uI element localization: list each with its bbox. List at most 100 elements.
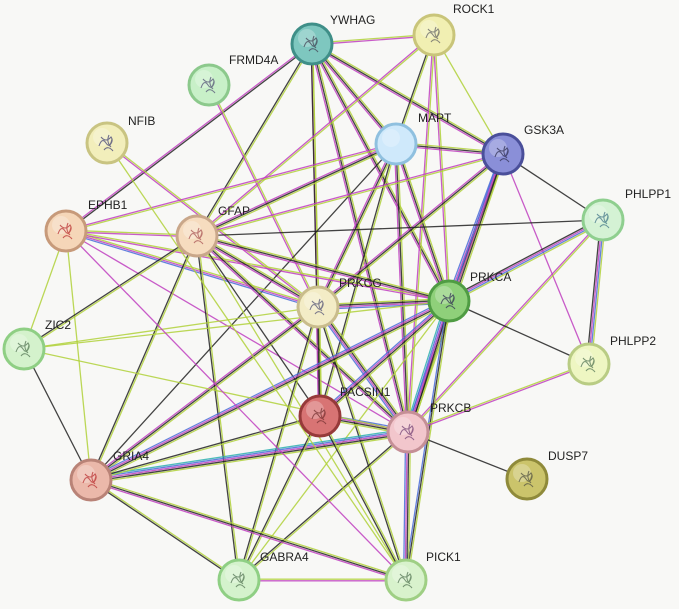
edge-ywhag-gfap[interactable] bbox=[195, 43, 314, 237]
edge-gfap-prkcb[interactable] bbox=[195, 234, 410, 434]
edge-prkcb-phlpp2[interactable] bbox=[407, 362, 590, 434]
node-highlight bbox=[183, 221, 201, 239]
edge-line bbox=[24, 236, 198, 351]
edge-line bbox=[315, 308, 407, 434]
edge-line bbox=[91, 477, 407, 580]
edge-prkca-phlpp2[interactable] bbox=[448, 300, 590, 365]
edge-line bbox=[197, 235, 241, 580]
edge-phlpp1-phlpp2[interactable] bbox=[585, 219, 607, 365]
edge-ywhag-ephb1[interactable] bbox=[65, 42, 313, 233]
edge-prkcg-prkcb[interactable] bbox=[315, 305, 411, 434]
edge-line bbox=[317, 297, 449, 306]
edge-prkcb-gria4[interactable] bbox=[90, 428, 409, 484]
edge-line bbox=[312, 42, 505, 154]
node-circle bbox=[296, 285, 340, 329]
edge-ephb1-gfap[interactable] bbox=[65, 229, 198, 238]
edge-line bbox=[196, 141, 396, 236]
edge-line bbox=[310, 44, 449, 303]
node-phlpp2[interactable]: PHLPP2 bbox=[567, 334, 656, 386]
edge-prkcg-gria4[interactable] bbox=[89, 305, 320, 482]
edge-line bbox=[237, 306, 318, 580]
node-dusp7[interactable]: DUSP7 bbox=[505, 449, 588, 501]
edge-line bbox=[65, 42, 312, 231]
edge-line bbox=[395, 143, 409, 433]
node-circle bbox=[384, 558, 428, 602]
node-phlpp1[interactable]: PHLPP1 bbox=[581, 187, 671, 242]
edge-ephb1-gria4[interactable] bbox=[65, 230, 92, 481]
edge-gfap-prkca[interactable] bbox=[196, 233, 450, 304]
edge-gabra4-pick1[interactable] bbox=[239, 578, 406, 582]
node-mapt[interactable]: MAPT bbox=[374, 111, 452, 166]
edge-gria4-gabra4[interactable] bbox=[90, 478, 240, 582]
edge-ywhag-gsk3a[interactable] bbox=[310, 42, 505, 156]
node-circle bbox=[187, 63, 231, 107]
edge-line bbox=[408, 35, 436, 433]
edge-gria4-pick1[interactable] bbox=[90, 477, 407, 583]
node-nfib[interactable]: NFIB bbox=[85, 114, 155, 165]
node-gabra4[interactable]: GABRA4 bbox=[217, 550, 309, 602]
edge-ephb1-prkca[interactable] bbox=[65, 229, 450, 303]
edge-pacsin1-pick1[interactable] bbox=[318, 415, 408, 581]
edge-prkcg-prkca[interactable] bbox=[317, 297, 450, 311]
edge-gfap-pacsin1[interactable] bbox=[196, 235, 321, 417]
edge-prkcg-pick1[interactable] bbox=[316, 306, 408, 581]
node-zic2[interactable]: ZIC2 bbox=[2, 318, 71, 371]
node-gfap[interactable]: GFAP bbox=[175, 204, 250, 258]
edge-prkcg-zic2[interactable] bbox=[23, 306, 319, 350]
edge-gsk3a-phlpp2[interactable] bbox=[502, 153, 590, 365]
edge-nfib-pick1[interactable] bbox=[106, 142, 407, 581]
node-ephb1[interactable]: EPHB1 bbox=[44, 198, 128, 253]
node-frmd4a[interactable]: FRMD4A bbox=[187, 53, 278, 107]
node-prkcb[interactable]: PRKCB bbox=[386, 401, 471, 454]
node-pacsin1[interactable]: PACSIN1 bbox=[298, 385, 391, 438]
node-prkca[interactable]: PRKCA bbox=[427, 270, 511, 323]
protein-structure-icon bbox=[15, 340, 31, 358]
edge-ywhag-mapt[interactable] bbox=[310, 42, 398, 146]
node-pick1[interactable]: PICK1 bbox=[384, 550, 461, 602]
edge-line bbox=[197, 154, 504, 238]
edge-rock1-gfap[interactable] bbox=[196, 33, 435, 238]
edge-line bbox=[319, 299, 449, 416]
node-circle bbox=[567, 342, 611, 386]
edge-prkca-gria4[interactable] bbox=[89, 298, 451, 483]
edge-frmd4a-prkcg[interactable] bbox=[207, 84, 320, 308]
edge-pacsin1-gria4[interactable] bbox=[90, 414, 321, 482]
edge-prkca-zic2[interactable] bbox=[23, 300, 450, 350]
edge-phlpp1-gfap[interactable] bbox=[196, 219, 604, 237]
edge-prkcb-pick1[interactable] bbox=[402, 431, 412, 581]
node-circle bbox=[298, 394, 342, 438]
edge-zic2-prkcb[interactable] bbox=[23, 348, 409, 433]
edge-line bbox=[197, 44, 314, 237]
node-label: ZIC2 bbox=[45, 318, 71, 332]
edge-rock1-gsk3a[interactable] bbox=[433, 34, 504, 155]
edge-prkca-pacsin1[interactable] bbox=[317, 298, 452, 419]
edge-mapt-gfap[interactable] bbox=[196, 141, 397, 239]
edge-gfap-zic2[interactable] bbox=[23, 234, 198, 351]
node-gsk3a[interactable]: GSK3A bbox=[481, 123, 564, 176]
edge-rock1-prkcb[interactable] bbox=[406, 34, 436, 433]
edge-ywhag-prkcb[interactable] bbox=[309, 43, 411, 433]
node-highlight bbox=[392, 565, 410, 583]
edge-prkcb-gabra4[interactable] bbox=[238, 430, 409, 582]
edge-ephb1-prkcb[interactable] bbox=[65, 230, 409, 433]
edge-rock1-prkca[interactable] bbox=[432, 34, 451, 302]
edge-prkcg-gabra4[interactable] bbox=[237, 306, 320, 581]
edge-mapt-pacsin1[interactable] bbox=[318, 143, 398, 417]
edge-mapt-ephb1[interactable] bbox=[65, 142, 397, 233]
edge-line bbox=[196, 219, 604, 237]
edge-gfap-gria4[interactable] bbox=[89, 235, 199, 481]
edge-ephb1-pick1[interactable] bbox=[65, 230, 407, 581]
edge-gfap-prkcg[interactable] bbox=[195, 234, 320, 309]
edge-phlpp1-prkca[interactable] bbox=[447, 217, 605, 304]
edge-pacsin1-gabra4[interactable] bbox=[237, 415, 322, 581]
node-ywhag[interactable]: YWHAG bbox=[290, 13, 375, 66]
edge-zic2-gria4[interactable] bbox=[23, 348, 92, 481]
node-circle bbox=[217, 558, 261, 602]
node-gria4[interactable]: GRIA4 bbox=[69, 449, 149, 502]
node-prkcg[interactable]: PRKCG bbox=[296, 276, 382, 329]
node-rock1[interactable]: ROCK1 bbox=[412, 2, 495, 57]
protein-structure-icon bbox=[518, 470, 534, 488]
edge-line bbox=[407, 432, 412, 581]
edge-line bbox=[106, 142, 407, 581]
edge-gsk3a-gfap[interactable] bbox=[196, 152, 504, 238]
